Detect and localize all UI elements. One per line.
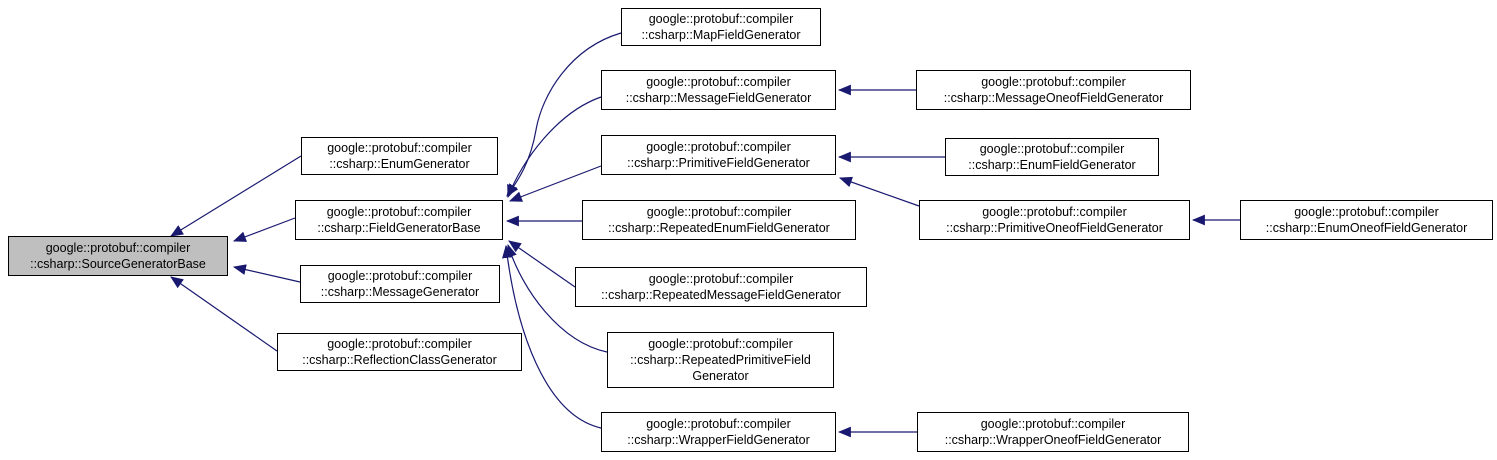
node-label-line: google::protobuf::compiler: [646, 140, 791, 154]
node-label-line: google::protobuf::compiler: [326, 205, 472, 219]
node-label-line: ::csharp::MessageOneofFieldGenerator: [943, 91, 1164, 105]
node-label-line: google::protobuf::compiler: [646, 205, 792, 219]
node-repeated-enum-field-generator[interactable]: google::protobuf::compiler ::csharp::Rep…: [582, 200, 856, 240]
node-label-line: ::csharp::ReflectionClassGenerator: [302, 353, 497, 367]
edge-enumgenerator-to-sourcegeneratorbase: [170, 155, 302, 237]
node-label-line: ::csharp::RepeatedMessageFieldGenerator: [601, 288, 841, 302]
node-wrapper-field-generator[interactable]: google::protobuf::compiler ::csharp::Wra…: [601, 412, 836, 452]
node-label-line: ::csharp::MapFieldGenerator: [641, 28, 801, 42]
node-repeated-message-field-generator[interactable]: google::protobuf::compiler ::csharp::Rep…: [575, 267, 867, 307]
edge-mapfieldgenerator-to-fieldgeneratorbase: [506, 32, 622, 197]
node-enum-generator[interactable]: google::protobuf::compiler ::csharp::Enu…: [301, 137, 498, 175]
edge-repeatedmessagefieldgenerator-to-fieldgeneratorbase: [508, 240, 576, 288]
edge-messagefieldgenerator-to-fieldgeneratorbase: [507, 96, 602, 199]
node-label-line: ::csharp::EnumFieldGenerator: [968, 158, 1136, 172]
node-label-line: google::protobuf::compiler: [982, 205, 1127, 219]
node-message-oneof-field-generator[interactable]: google::protobuf::compiler ::csharp::Mes…: [916, 70, 1191, 110]
node-map-field-generator[interactable]: google::protobuf::compiler ::csharp::Map…: [621, 8, 821, 46]
node-label-line: ::csharp::FieldGeneratorBase: [317, 221, 481, 235]
node-message-field-generator[interactable]: google::protobuf::compiler ::csharp::Mes…: [601, 70, 836, 110]
node-label-line: google::protobuf::compiler: [646, 417, 791, 431]
node-label-line: ::csharp::WrapperFieldGenerator: [627, 433, 810, 447]
node-label-line: ::csharp::SourceGeneratorBase: [30, 257, 206, 271]
node-label-line: google::protobuf::compiler: [979, 142, 1125, 156]
node-label-line: google::protobuf::compiler: [981, 75, 1126, 89]
node-enum-oneof-field-generator[interactable]: google::protobuf::compiler ::csharp::Enu…: [1240, 200, 1493, 240]
node-label-line: google::protobuf::compiler: [45, 241, 191, 255]
node-label-line: google::protobuf::compiler: [646, 75, 791, 89]
node-label-line: google::protobuf::compiler: [648, 272, 794, 286]
edge-messagegenerator-to-sourcegeneratorbase: [232, 264, 301, 283]
edge-primitiveoneoffieldgenerator-to-primitivefieldgenerator: [838, 176, 920, 207]
node-label-line: google::protobuf::compiler: [327, 269, 473, 283]
node-label-line: ::csharp::PrimitiveFieldGenerator: [627, 156, 810, 170]
node-label-line: ::csharp::MessageGenerator: [320, 285, 480, 299]
edge-fieldgeneratorbase-to-sourcegeneratorbase: [232, 217, 296, 242]
node-label-line: ::csharp::RepeatedPrimitiveField: [630, 353, 811, 367]
edge-wrapperfieldgenerator-to-fieldgeneratorbase: [502, 244, 602, 429]
node-field-generator-base[interactable]: google::protobuf::compiler ::csharp::Fie…: [295, 200, 503, 240]
node-label-line: ::csharp::EnumOneofFieldGenerator: [1265, 221, 1468, 235]
node-label-line: ::csharp::EnumGenerator: [329, 157, 470, 171]
node-label-line: google::protobuf::compiler: [980, 417, 1126, 431]
node-label-line: ::csharp::PrimitiveOneofFieldGenerator: [946, 221, 1163, 235]
edge-repeatedprimitivefieldgenerator-to-fieldgeneratorbase: [506, 243, 608, 353]
node-label-line: google::protobuf::compiler: [327, 141, 472, 155]
node-reflection-class-generator[interactable]: google::protobuf::compiler ::csharp::Ref…: [277, 333, 522, 371]
node-label-line: google::protobuf::compiler: [648, 12, 794, 26]
edge-reflectionclassgenerator-to-sourcegeneratorbase: [170, 276, 278, 352]
node-label-line: ::csharp::RepeatedEnumFieldGenerator: [608, 221, 830, 235]
node-source-generator-base[interactable]: google::protobuf::compiler ::csharp::Sou…: [8, 236, 228, 276]
node-message-generator[interactable]: google::protobuf::compiler ::csharp::Mes…: [300, 265, 500, 303]
node-label-line: ::csharp::WrapperOneofFieldGenerator: [944, 433, 1162, 447]
edge-primitivefieldgenerator-to-fieldgeneratorbase: [508, 165, 602, 202]
node-primitive-oneof-field-generator[interactable]: google::protobuf::compiler ::csharp::Pri…: [919, 200, 1190, 240]
node-repeated-primitive-field-generator[interactable]: google::protobuf::compiler ::csharp::Rep…: [607, 332, 834, 388]
node-wrapper-oneof-field-generator[interactable]: google::protobuf::compiler ::csharp::Wra…: [917, 412, 1189, 452]
node-label-line: google::protobuf::compiler: [327, 337, 472, 351]
node-enum-field-generator[interactable]: google::protobuf::compiler ::csharp::Enu…: [945, 138, 1159, 176]
node-label-line: google::protobuf::compiler: [1294, 205, 1439, 219]
node-primitive-field-generator[interactable]: google::protobuf::compiler ::csharp::Pri…: [601, 135, 836, 175]
node-label-line: Generator: [692, 369, 749, 383]
node-label-line: google::protobuf::compiler: [648, 337, 793, 351]
node-label-line: ::csharp::MessageFieldGenerator: [625, 91, 812, 105]
